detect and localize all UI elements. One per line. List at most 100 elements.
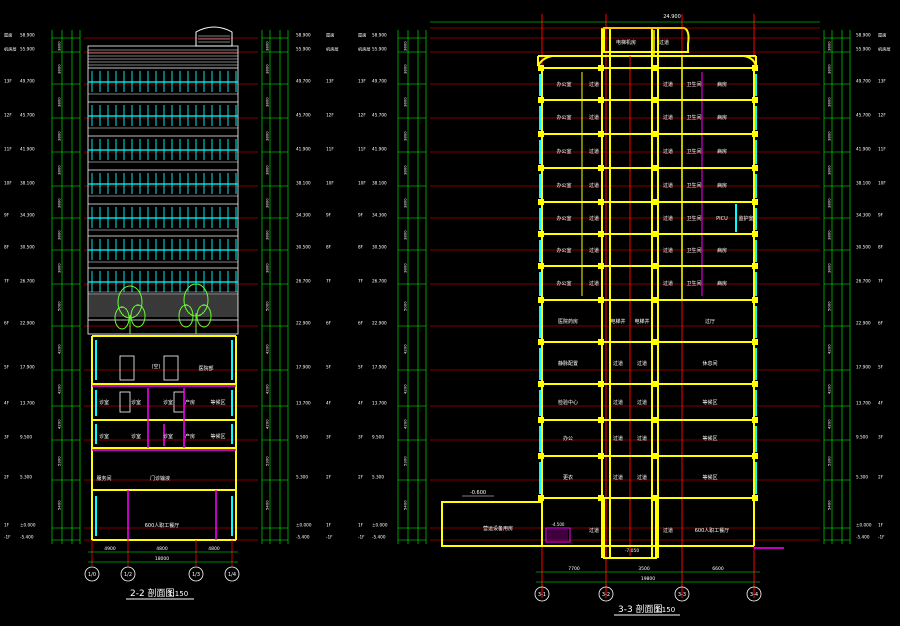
floor-tag: 12F bbox=[878, 113, 886, 118]
elevation-label: 38.100 bbox=[296, 181, 311, 186]
room-label: 诊室 bbox=[99, 433, 109, 440]
floor-tag: 5F bbox=[4, 365, 10, 370]
elevation-label: 22.900 bbox=[372, 321, 387, 326]
podium-slabs bbox=[92, 385, 236, 540]
floor-tag: 11F bbox=[326, 147, 334, 152]
story-dim: 5300 bbox=[827, 456, 832, 466]
room-label: 检验中心 bbox=[558, 399, 578, 406]
floor-tag: 8F bbox=[358, 245, 364, 250]
floor-tag: 6F bbox=[358, 321, 364, 326]
floor-tag: -1F bbox=[878, 535, 885, 540]
beam bbox=[538, 263, 544, 269]
axis-bubble bbox=[188, 566, 204, 582]
story-dim: 3800 bbox=[57, 64, 62, 74]
floor-tag: 6F bbox=[4, 321, 10, 326]
floor-tag: 2F bbox=[878, 475, 884, 480]
beam bbox=[652, 339, 658, 345]
left-dimension-chain: 58.900屋面55.900机房层49.70013F45.70012F41.90… bbox=[4, 30, 339, 544]
room-label: 诊室 bbox=[131, 433, 141, 440]
beam bbox=[598, 417, 604, 423]
room-label: 营运设备用房 bbox=[483, 525, 513, 532]
floor-tag: 10F bbox=[878, 181, 886, 186]
elevation-label: ±0.000 bbox=[372, 523, 388, 528]
story-dim: 3800 bbox=[827, 97, 832, 107]
story-dim: 5400 bbox=[403, 500, 408, 510]
story-dim: 3800 bbox=[57, 263, 62, 273]
room-label: 病房 bbox=[717, 114, 727, 121]
beam bbox=[752, 199, 758, 205]
story-dim: 5300 bbox=[57, 456, 62, 466]
story-dim: 5000 bbox=[57, 301, 62, 311]
elevation-label: 17.900 bbox=[20, 365, 35, 370]
elevation-label: 38.100 bbox=[372, 181, 387, 186]
elevation-label: 58.900 bbox=[296, 33, 311, 38]
floor-tag: 屋面 bbox=[326, 33, 334, 39]
floor-tag: 13F bbox=[326, 79, 334, 84]
beam bbox=[538, 65, 544, 71]
podium-walls bbox=[91, 335, 237, 541]
axis-label: 3-4 bbox=[750, 592, 758, 598]
room-label: 过道 bbox=[589, 182, 599, 189]
elevation-label: 26.700 bbox=[372, 279, 387, 284]
elevation-label: 34.300 bbox=[20, 213, 35, 218]
floor-tag: 机房层 bbox=[358, 46, 371, 53]
elevation-label: 30.500 bbox=[20, 245, 35, 250]
beam bbox=[598, 263, 604, 269]
beam bbox=[752, 97, 758, 103]
section-2-2: 58.900屋面55.900机房层49.70013F45.70012F41.90… bbox=[4, 26, 339, 600]
room-label: 过道 bbox=[637, 360, 647, 367]
elevation-label: 13.700 bbox=[20, 401, 35, 406]
room-label: 等候区 bbox=[210, 399, 225, 406]
beam bbox=[538, 97, 544, 103]
story-dim: 5300 bbox=[403, 456, 408, 466]
top-dim: 24.900 bbox=[663, 14, 681, 20]
story-dim: 4200 bbox=[827, 384, 832, 394]
elevation-label: 49.700 bbox=[296, 79, 311, 84]
axis-label: 3-3 bbox=[678, 592, 686, 598]
left-section-scale: 1:150 bbox=[168, 590, 188, 598]
facade-windows bbox=[87, 45, 239, 335]
story-dim: 3800 bbox=[403, 198, 408, 208]
tree-icon bbox=[114, 285, 146, 334]
elevation-label: 9.500 bbox=[296, 435, 308, 440]
elevation-label: 45.700 bbox=[372, 113, 387, 118]
elevation-label: 45.700 bbox=[296, 113, 311, 118]
story-dim: 3800 bbox=[827, 165, 832, 175]
story-dim: 5000 bbox=[265, 301, 270, 311]
story-dim: 4200 bbox=[265, 344, 270, 354]
floor-tag: 4F bbox=[326, 401, 332, 406]
bottom-dim: 7700 bbox=[568, 566, 580, 572]
story-dim: 5300 bbox=[265, 456, 270, 466]
room-label: 过道 bbox=[589, 114, 599, 121]
room-label: 过道 bbox=[663, 247, 673, 254]
room-label: 过道 bbox=[613, 360, 623, 367]
room-label: 过道 bbox=[589, 247, 599, 254]
floor-tag: 2F bbox=[358, 475, 364, 480]
room-label: 诊室 bbox=[99, 399, 109, 406]
story-dim: 4200 bbox=[403, 384, 408, 394]
story-dim: 3800 bbox=[265, 64, 270, 74]
floor-tag: 1F bbox=[326, 523, 332, 528]
story-dim: 4200 bbox=[403, 344, 408, 354]
story-dim: 5000 bbox=[827, 301, 832, 311]
story-dim: 4200 bbox=[265, 384, 270, 394]
room-label: 过道 bbox=[589, 280, 599, 287]
floor-tag: 9F bbox=[4, 213, 10, 218]
story-dim: 5400 bbox=[827, 500, 832, 510]
room-label: 过道 bbox=[663, 81, 673, 88]
room-label: 休息间 bbox=[702, 360, 717, 367]
axis-bubble bbox=[674, 586, 690, 602]
section-3-3: 58.900屋面55.900机房层49.70013F45.70012F41.90… bbox=[358, 14, 891, 616]
floor-tag: 13F bbox=[358, 79, 366, 84]
room-label: 电梯井 bbox=[610, 318, 625, 325]
floor-tag: 屋面 bbox=[878, 33, 886, 39]
floor-tag: 4F bbox=[4, 401, 10, 406]
roof-parapet bbox=[195, 26, 233, 47]
floor-tag: 屋面 bbox=[4, 33, 12, 39]
elevation-label: 38.100 bbox=[20, 181, 35, 186]
story-dim: 3800 bbox=[265, 263, 270, 273]
bottom-dim: 3500 bbox=[638, 566, 650, 572]
story-dim: 3800 bbox=[827, 41, 832, 51]
room-label: 卫生间 bbox=[686, 215, 701, 222]
